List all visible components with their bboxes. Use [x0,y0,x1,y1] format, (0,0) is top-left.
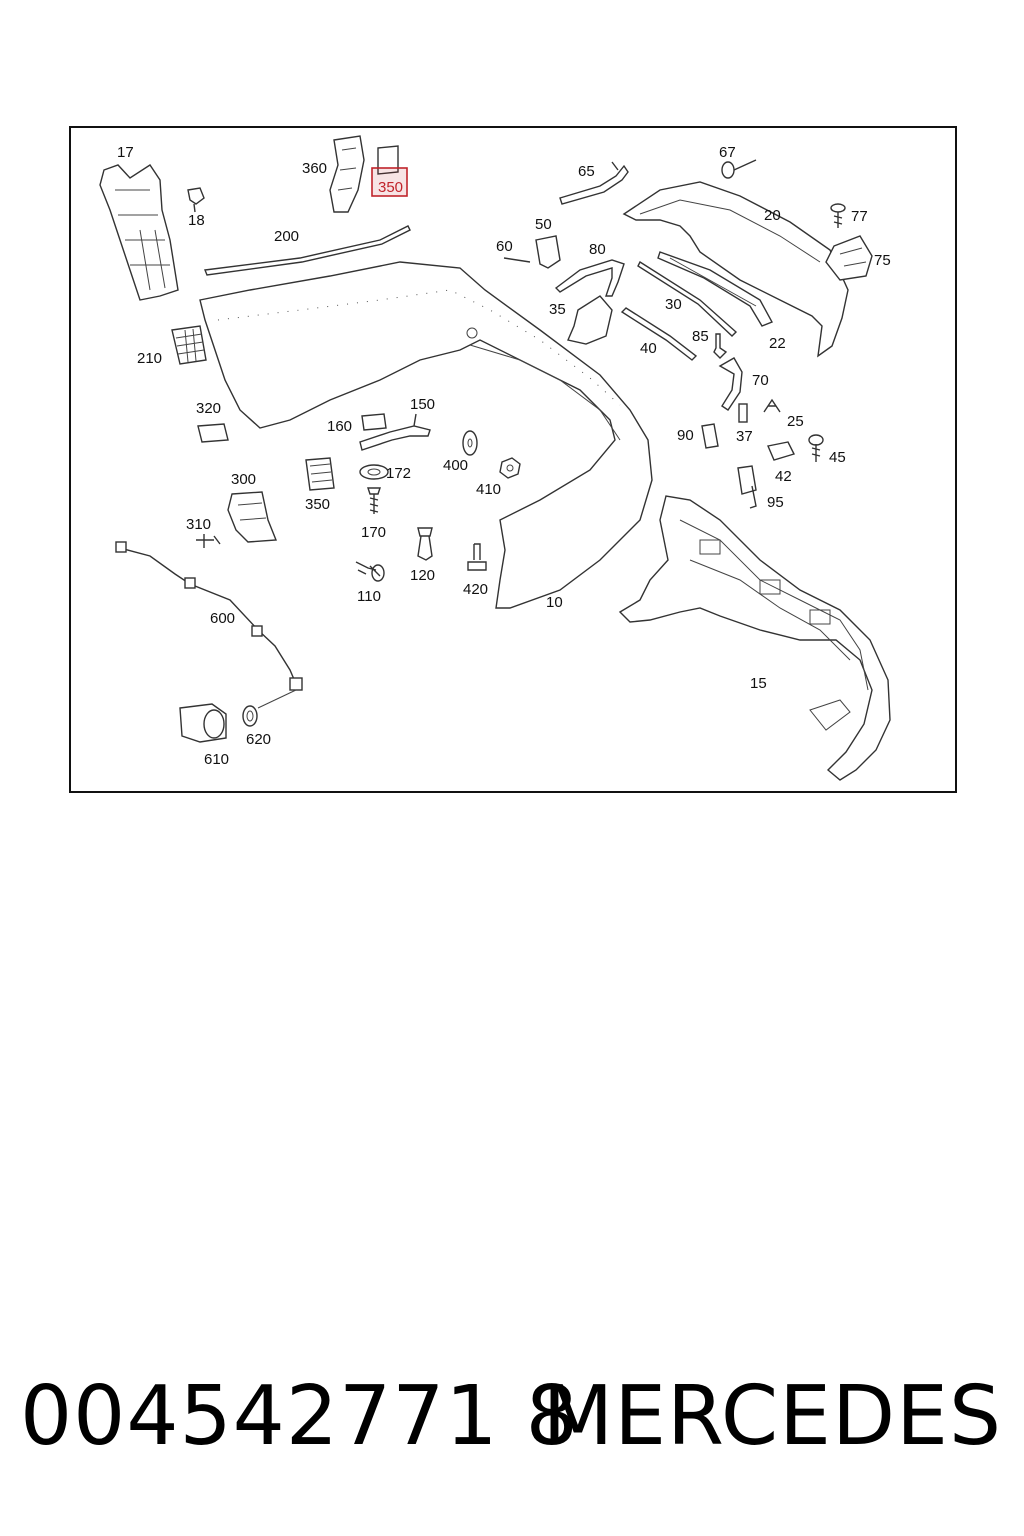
part-number: 004542771 8 [20,1369,579,1464]
label-67: 67 [719,144,736,161]
label-172: 172 [386,465,411,482]
label-37: 37 [736,428,753,445]
part-85-clip [713,333,728,359]
label-420: 420 [463,581,488,598]
part-60-rod [503,257,531,263]
part-25-clip [763,398,781,413]
part-210-grille [171,325,207,365]
label-25: 25 [787,413,804,430]
label-410: 410 [476,481,501,498]
part-42-clip [767,441,795,461]
part-20-diffuser [622,181,849,358]
label-110: 110 [357,588,381,605]
label-40: 40 [640,340,657,357]
label-85: 85 [692,328,709,345]
label-360: 360 [302,160,327,177]
label-22: 22 [769,335,786,352]
footer: 004542771 8 MERCEDES [0,1372,1024,1462]
part-360-bracket [329,135,365,213]
label-42: 42 [775,468,792,485]
label-60: 60 [496,238,513,255]
label-35: 35 [549,301,566,318]
part-45-screw [808,434,824,462]
part-77-screw [830,203,846,228]
label-300: 300 [231,471,256,488]
label-620: 620 [246,731,271,748]
part-40-strip [620,307,698,361]
part-160-clip [361,413,387,431]
label-210: 210 [137,350,162,367]
label-150: 150 [410,396,435,413]
part-22-strip [657,251,773,327]
parts-diagram: 17 18 360 350 200 10 210 320 300 [99,135,891,781]
part-35-bracket [567,295,613,345]
part-95-sensor [737,465,757,509]
part-600-wiring-harness [115,541,303,709]
part-50-cap [535,235,561,269]
label-90: 90 [677,427,694,444]
part-310-bolt [196,534,221,548]
part-75-bracket [825,235,873,281]
part-17-bracket [99,164,179,301]
label-18: 18 [188,212,205,229]
part-90-bracket [701,423,719,449]
part-350-pad-highlighted [371,145,408,197]
part-110-screw [355,561,385,582]
part-170-screw [367,487,381,514]
part-410-nut [499,457,521,479]
label-77: 77 [851,208,868,225]
part-120-rivet [417,527,433,561]
label-50: 50 [535,216,552,233]
part-70-trim [718,357,743,411]
label-75: 75 [874,252,891,269]
brand-name: MERCEDES [542,1369,1002,1464]
part-610-sensor [179,703,227,743]
part-300-holder [227,491,278,543]
part-18-clip [187,187,205,213]
label-65: 65 [578,163,595,180]
parts-diagram-frame: 17 18 360 350 200 10 210 320 300 [69,126,957,793]
part-10-bumper-cover [199,261,653,609]
part-320-module [197,423,229,443]
label-30: 30 [665,296,682,313]
part-67-pin [721,159,757,179]
label-600: 600 [210,610,235,627]
part-37-clip [738,403,748,423]
label-170: 170 [361,524,386,541]
label-95: 95 [767,494,784,511]
part-200-strip [204,225,411,276]
label-310: 310 [186,516,211,533]
label-45: 45 [829,449,846,466]
label-320: 320 [196,400,221,417]
label-20: 20 [764,207,781,224]
part-30-strip [637,260,738,337]
part-65-strip [559,161,629,205]
label-350: 350 [305,496,330,513]
label-17: 17 [117,144,134,161]
label-80: 80 [589,241,606,258]
part-400-washer [462,430,478,456]
label-610: 610 [204,751,229,768]
label-350-highlighted: 350 [378,179,403,196]
label-15: 15 [750,675,767,692]
label-200: 200 [274,228,299,245]
part-172-washer [359,464,389,480]
label-10: 10 [546,594,563,611]
part-620-ring [242,705,258,727]
label-160: 160 [327,418,352,435]
part-80-trim [554,259,625,297]
label-70: 70 [752,372,769,389]
label-400: 400 [443,457,468,474]
label-120: 120 [410,567,435,584]
part-150-bracket [359,413,431,451]
part-350-pad [305,457,335,491]
part-15-bumper-carrier [618,495,891,781]
part-420-bolt [467,543,487,571]
